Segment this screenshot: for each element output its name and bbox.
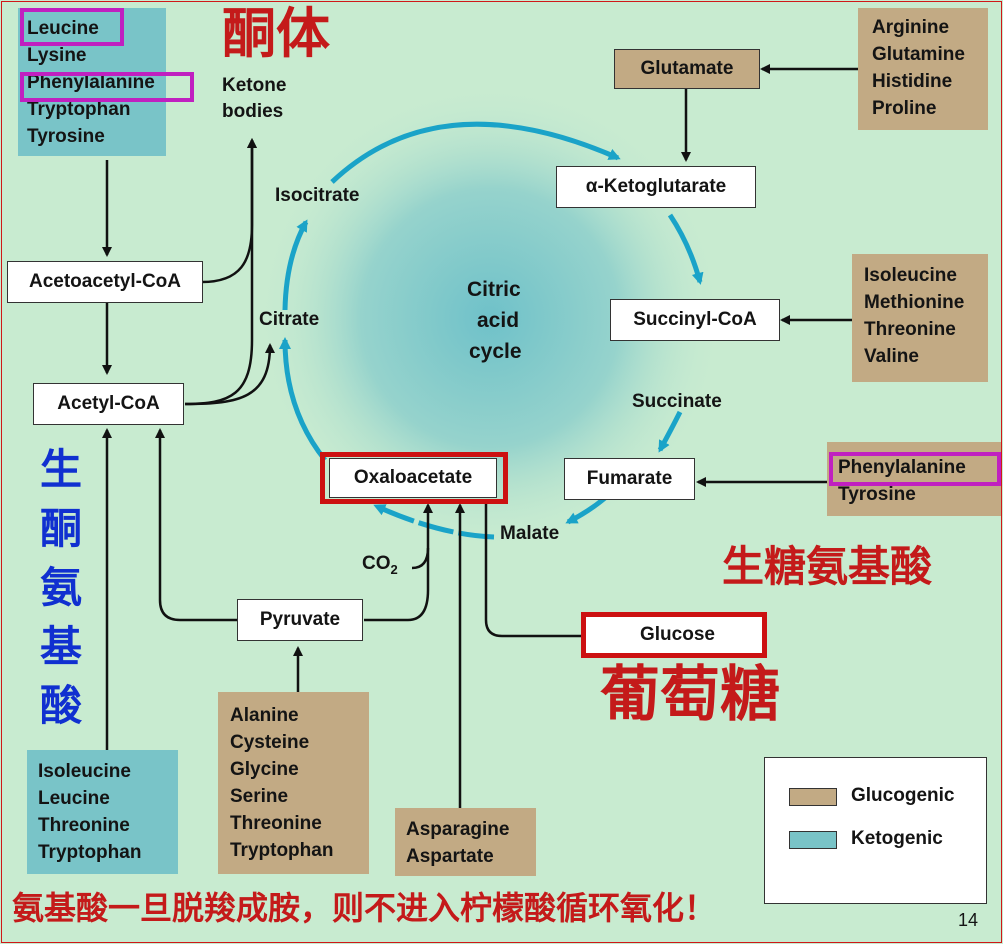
amino-acid-name: Asparagine [406, 819, 510, 840]
citric-acid-cycle-arrows [279, 121, 704, 540]
amino-acid-name: Alanine [230, 705, 299, 726]
zh-char: 酸 [39, 681, 82, 730]
page-number: 14 [958, 910, 979, 930]
amino-acid-name: Leucine [27, 18, 99, 39]
ketone-bodies-zh: 酮体 [222, 2, 330, 65]
co2-subscript: 2 [390, 561, 398, 577]
glutamate-sources-group: Arginine Glutamine Histidine Proline [858, 8, 988, 130]
arrow-co2-release [411, 547, 430, 570]
acetoacetyl-coa-box: Acetoacetyl-CoA [7, 261, 203, 303]
glucose-label: Glucose [640, 624, 715, 645]
highlight-phenylalanine-fumarate [829, 452, 1001, 486]
acetyl-coa-box: Acetyl-CoA [33, 383, 184, 425]
amino-acid-name: Tyrosine [838, 484, 916, 505]
cycle-title-line1: Citric [467, 278, 521, 301]
amino-acid-name: Phenylalanine [838, 457, 966, 478]
legend-label-glucogenic: Glucogenic [851, 785, 955, 806]
arrow-oxaloacetate-to-glucose [484, 500, 630, 641]
amino-acid-name: Tryptophan [27, 99, 131, 120]
highlight-leucine [20, 8, 124, 46]
ketogenic-only-group: Leucine Lysine Phenylalanine Tryptophan … [18, 8, 166, 156]
amino-acid-name: Cysteine [230, 732, 310, 753]
cycle-arrow-akg-succinyl [667, 213, 704, 285]
co2-text: CO [362, 553, 391, 574]
amino-acid-name: Glycine [230, 759, 299, 780]
acetyl-sources-group: Isoleucine Leucine Threonine Tryptophan [27, 750, 178, 874]
glucose-box: Glucose [581, 612, 767, 658]
amino-acid-name: Leucine [38, 788, 110, 809]
arrow-pyruvate-to-oxaloacetate [364, 503, 433, 622]
amino-acid-name: Threonine [38, 815, 130, 836]
highlight-phenylalanine [20, 72, 194, 102]
cycle-arrow-oxaloacetate-citrate [279, 337, 327, 462]
legend-label-ketogenic: Ketogenic [851, 828, 943, 849]
glucogenic-amino-acids-zh: 生糖氨基酸 [722, 542, 933, 591]
footer-note: 氨基酸一旦脱羧成胺，则不进入柠檬酸循环氧化！ [12, 889, 717, 927]
arrow-acetoacetyl-to-ketone [201, 138, 257, 284]
cycle-title-line2: acid [477, 309, 520, 332]
succinyl-sources-group: Isoleucine Methionine Threonine Valine [852, 254, 988, 382]
cycle-arrow-succinate-fumarate [657, 410, 683, 453]
zh-char: 生 [39, 445, 82, 494]
arrow-acetylcoa-to-citrate [184, 343, 275, 406]
amino-acid-name: Methionine [864, 292, 965, 313]
amino-acid-name: Proline [872, 98, 937, 119]
amino-acid-name: Lysine [27, 45, 87, 66]
zh-char: 酮 [39, 504, 82, 553]
succinate-label: Succinate [632, 391, 722, 412]
highlight-oxaloacetate [320, 452, 508, 504]
glutamate-box: Glutamate [614, 49, 760, 89]
legend-swatch-glucogenic [789, 788, 837, 806]
malate-label: Malate [500, 523, 560, 544]
isocitrate-label: Isocitrate [275, 185, 360, 206]
amino-acid-name: Isoleucine [38, 761, 131, 782]
fumarate-box: Fumarate [564, 458, 695, 500]
amino-acid-name: Glutamine [872, 44, 965, 65]
amino-acid-name: Histidine [872, 71, 953, 92]
cycle-arrow-citrate-isocitrate [282, 219, 309, 311]
oxaloacetate-sources-group: Asparagine Aspartate [395, 808, 536, 876]
amino-acid-name: Tyrosine [27, 126, 105, 147]
glucose-zh: 葡萄糖 [600, 660, 780, 730]
succinyl-coa-box: Succinyl-CoA [610, 299, 780, 341]
arrow-pyruvate-to-acetylcoa [155, 428, 237, 622]
cycle-arrow-fumarate-malate [565, 496, 607, 525]
citrate-label: Citrate [259, 309, 320, 330]
pyruvate-box: Pyruvate [237, 599, 363, 641]
zh-char: 基 [39, 622, 82, 671]
amino-acid-name: Aspartate [406, 846, 494, 867]
amino-acid-name: Tryptophan [38, 842, 142, 863]
ketone-bodies-line2: bodies [222, 101, 284, 122]
amino-acid-name: Serine [230, 786, 289, 807]
amino-acid-name: Threonine [864, 319, 956, 340]
legend-swatch-ketogenic [789, 831, 837, 849]
amino-acid-name: Isoleucine [864, 265, 957, 286]
ketogenic-amino-acids-zh: 生 酮 氨 基 酸 [36, 440, 86, 735]
black-arrows [102, 64, 858, 808]
amino-acid-name: Valine [864, 346, 919, 367]
cycle-arrow-malate-oxaloacetate [373, 503, 495, 540]
zh-char: 氨 [39, 563, 82, 612]
amino-acid-name: Arginine [872, 17, 950, 38]
amino-acid-name: Tryptophan [230, 840, 334, 861]
co2-label: CO2 [362, 553, 398, 577]
amino-acid-name: Phenylalanine [27, 72, 155, 93]
oxaloacetate-box: Oxaloacetate [329, 458, 497, 498]
alpha-ketoglutarate-box: α-Ketoglutarate [556, 166, 756, 208]
ketone-bodies-line1: Ketone [222, 75, 287, 96]
cycle-title-line3: cycle [469, 340, 522, 363]
amino-acid-name: Threonine [230, 813, 322, 834]
cycle-arrow-isocitrate-akg [330, 121, 621, 184]
legend: Glucogenic Ketogenic [764, 757, 987, 904]
pyruvate-sources-group: Alanine Cysteine Glycine Serine Threonin… [218, 692, 369, 874]
